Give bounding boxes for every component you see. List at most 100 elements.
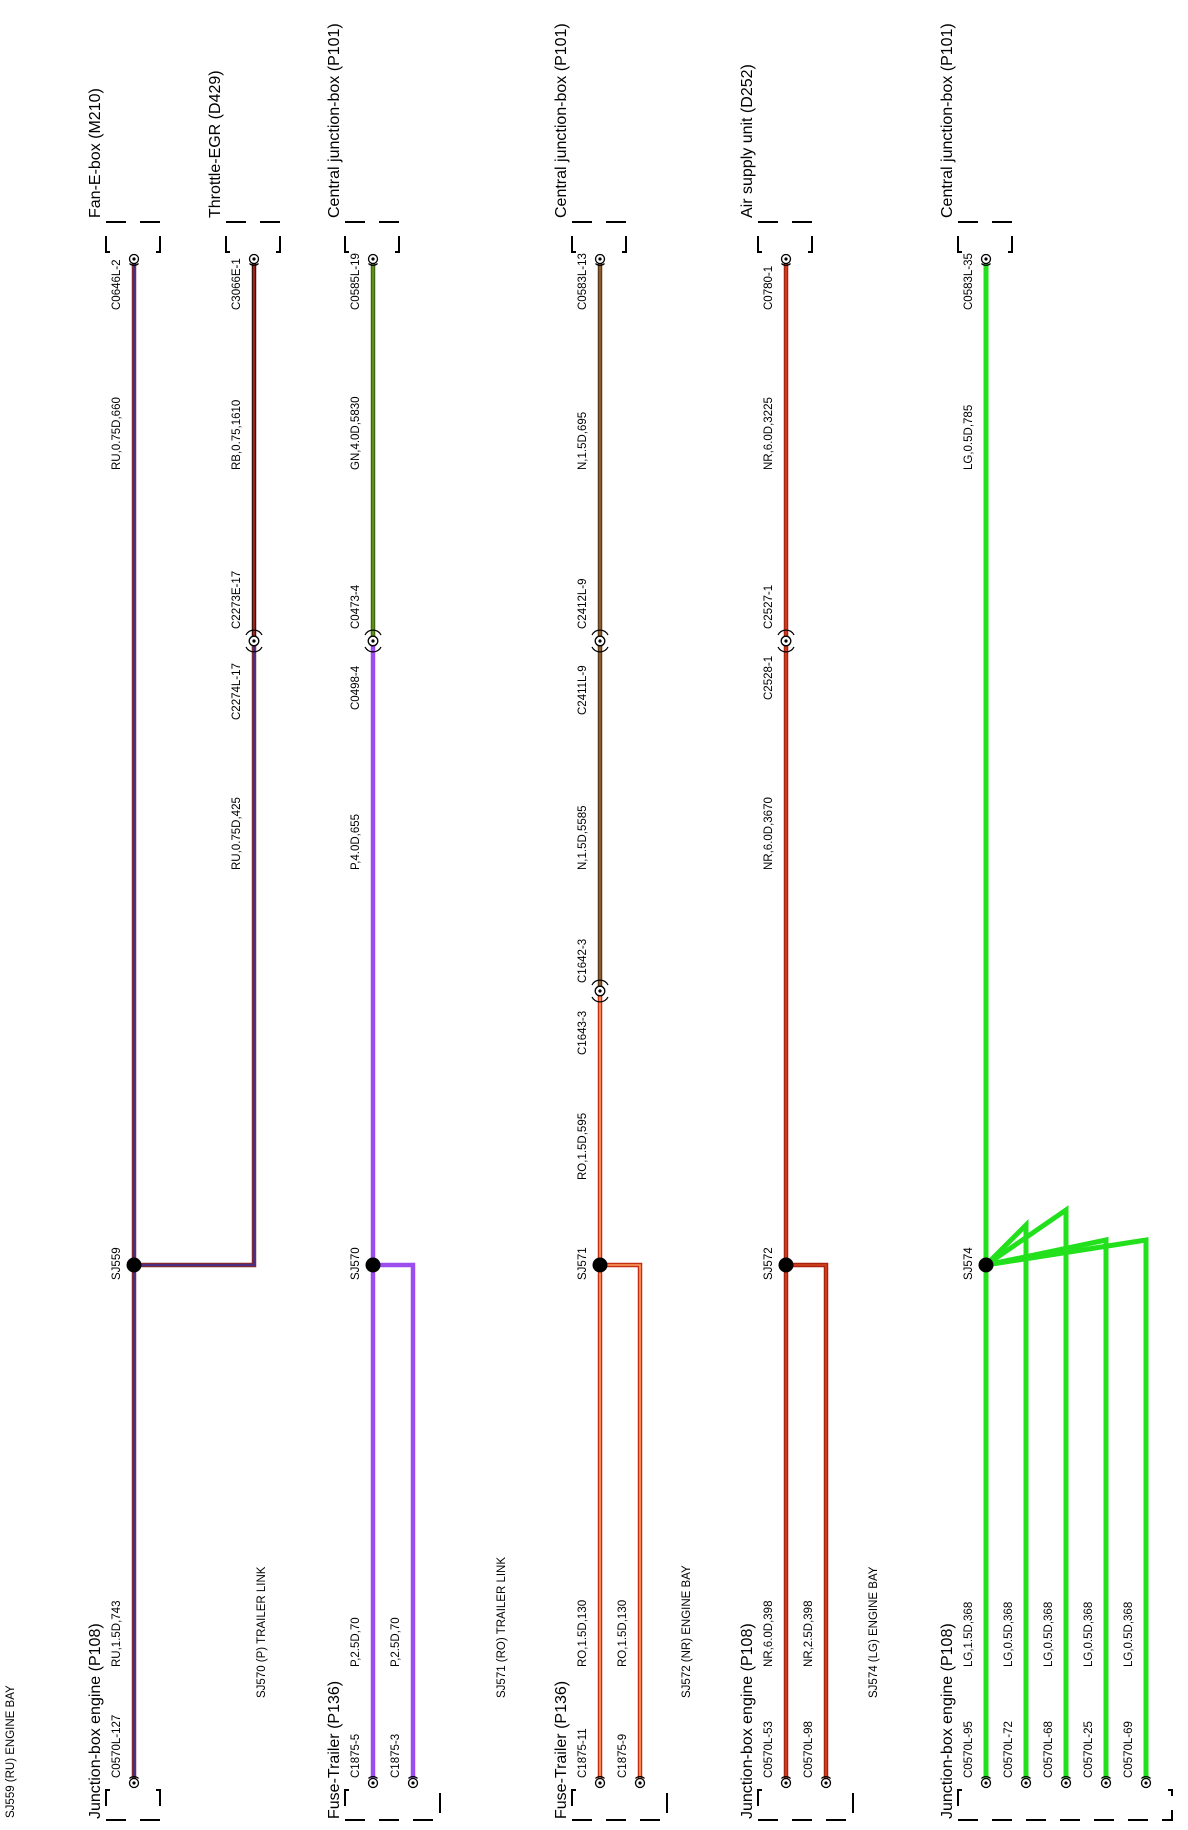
- component-name: Junction-box engine (P108): [87, 1623, 104, 1819]
- block-sj571: SJ571 (RO) TRAILER LINK SJ571 C1875-11 R…: [496, 23, 668, 1821]
- wire-label: RO,1.5D,595: [577, 1113, 589, 1180]
- inline-connector-label: C2412L-9: [577, 578, 589, 629]
- wire-label: RU,1.5D,743: [111, 1601, 123, 1667]
- wire-label: P,2.5D,70: [350, 1617, 362, 1667]
- inline-connector-label: C2528-1: [763, 656, 775, 700]
- wire-label: P,4.0D,655: [350, 814, 362, 870]
- inline-connector-label: C2274L-17: [231, 663, 243, 720]
- wire-label: LG,0.5D,368: [1123, 1602, 1135, 1667]
- wire-label: RU,0.75D,425: [231, 797, 243, 870]
- splice-sj574: [978, 1257, 994, 1273]
- inline-connector-label: C0473-4: [350, 584, 362, 629]
- block-sj572: SJ572 (NR) ENGINE BAY SJ572 C0570L-53 NR…: [681, 64, 854, 1821]
- component-name: Central junction-box (P101): [326, 23, 343, 218]
- wire-label: LG,0.5D,368: [1083, 1602, 1095, 1667]
- block-caption: SJ559 (RU) ENGINE BAY: [5, 1685, 17, 1818]
- wire-p-branch: [373, 1262, 416, 1783]
- wire-lg-branch: [984, 1218, 1029, 1783]
- component-box: [225, 221, 281, 253]
- component-box: [571, 1789, 668, 1821]
- wire-label: RO,1.5D,130: [617, 1600, 629, 1667]
- component-box: [105, 1789, 161, 1821]
- wire-ro-branch: [600, 1262, 643, 1783]
- component-box: [957, 1789, 1173, 1821]
- wire-label: RO,1.5D,130: [577, 1600, 589, 1667]
- component-box: [344, 1789, 441, 1821]
- wire-label: P,2.5D,70: [390, 1617, 402, 1667]
- inline-connector-label: C2527-1: [763, 585, 775, 629]
- component-name: Central junction-box (P101): [939, 23, 956, 218]
- wire-label: GN,4.0D,5830: [350, 396, 362, 470]
- pin-icon: [820, 1776, 832, 1789]
- wire-lg-branch: [985, 1236, 1109, 1783]
- pin-label: C0570L-68: [1043, 1721, 1055, 1778]
- wire-label: NR,6.0D,398: [763, 1601, 775, 1667]
- pin-icon: [128, 1776, 140, 1789]
- pin-label: C0583L-13: [577, 253, 589, 310]
- wire-label: LG,0.5D,368: [1043, 1602, 1055, 1667]
- pin-label: C0780-1: [763, 266, 775, 310]
- pin-label: C1875-11: [577, 1728, 589, 1778]
- block-caption: SJ570 (P) TRAILER LINK: [256, 1566, 268, 1698]
- block-sj574: SJ574 (LG) ENGINE BAY SJ574 C0570L-95 LG…: [868, 23, 1173, 1821]
- wire-lg-branch: [985, 1237, 1149, 1783]
- splice-sj570: [365, 1257, 381, 1273]
- inline-connector-label: C2273E-17: [231, 571, 243, 629]
- component-box: [571, 221, 627, 253]
- pin-label: C0570L-25: [1083, 1721, 1095, 1778]
- block-caption: SJ574 (LG) ENGINE BAY: [868, 1566, 880, 1698]
- wire-label: RU,0.75D,660: [111, 397, 123, 470]
- pin-label: C1875-9: [617, 1734, 629, 1778]
- block-sj559: SJ559 (RU) ENGINE BAY SJ559 C0570L-127 R…: [5, 70, 281, 1821]
- pin-label: C0570L-72: [1003, 1721, 1015, 1778]
- component-name: Fuse-Trailer (P136): [326, 1681, 343, 1819]
- splice-sj572: [778, 1257, 794, 1273]
- pin-label: C0646L-2: [111, 259, 123, 310]
- inline-connector-label: C0498-4: [350, 665, 362, 710]
- splice-sj559: [126, 1257, 142, 1273]
- wire-label: RB,0.75,1610: [231, 400, 243, 470]
- pin-label: C0570L-53: [763, 1721, 775, 1778]
- wire-label: N,1.5D,695: [577, 412, 589, 470]
- pin-icon: [980, 253, 992, 266]
- inline-connector-label: C1642-3: [577, 939, 589, 983]
- pin-icon: [980, 1776, 992, 1789]
- pin-icon: [780, 253, 792, 266]
- pin-label: C3066E-1: [231, 258, 243, 310]
- splice-label: SJ572: [763, 1247, 775, 1280]
- component-box: [105, 221, 161, 253]
- wire-lg-branch: [984, 1205, 1069, 1783]
- component-box: [757, 1789, 854, 1821]
- wire-label: NR,6.0D,3670: [763, 797, 775, 870]
- wire-label: NR,6.0D,3225: [763, 397, 775, 470]
- splice-sj571: [592, 1257, 608, 1273]
- inline-connector-label: C1643-3: [577, 1011, 589, 1055]
- component-name: Fuse-Trailer (P136): [553, 1681, 570, 1819]
- component-name: Junction-box engine (P108): [939, 1623, 956, 1819]
- pin-icon: [780, 1776, 792, 1789]
- pin-icon: [1020, 1776, 1032, 1789]
- pin-icon: [594, 253, 606, 266]
- component-box: [957, 221, 1013, 253]
- component-box: [757, 221, 813, 253]
- pin-icon: [634, 1776, 646, 1789]
- pin-label: C0570L-127: [111, 1715, 123, 1778]
- component-name: Air supply unit (D252): [739, 64, 756, 218]
- wire-label: LG,0.5D,368: [1003, 1602, 1015, 1667]
- pin-icon: [248, 253, 260, 266]
- pin-icon: [1060, 1776, 1072, 1789]
- component-name: Junction-box engine (P108): [739, 1623, 756, 1819]
- inline-connector-label: C2411L-9: [577, 665, 589, 715]
- component-name: Central junction-box (P101): [553, 23, 570, 218]
- wire-nr-branch: [786, 1262, 829, 1783]
- pin-icon: [367, 1776, 379, 1789]
- wire-label: NR,2.5D,398: [803, 1601, 815, 1667]
- splice-label: SJ571: [577, 1247, 589, 1280]
- pin-label: C0585L-19: [350, 253, 362, 310]
- pin-label: C0570L-95: [963, 1721, 975, 1778]
- pin-icon: [1100, 1776, 1112, 1789]
- block-sj570: SJ570 (P) TRAILER LINK SJ570 C1875-5 P,2…: [256, 23, 441, 1821]
- pin-icon: [407, 1776, 419, 1789]
- pin-label: C1875-3: [390, 1734, 402, 1778]
- wire-label: LG,1.5D,368: [963, 1602, 975, 1667]
